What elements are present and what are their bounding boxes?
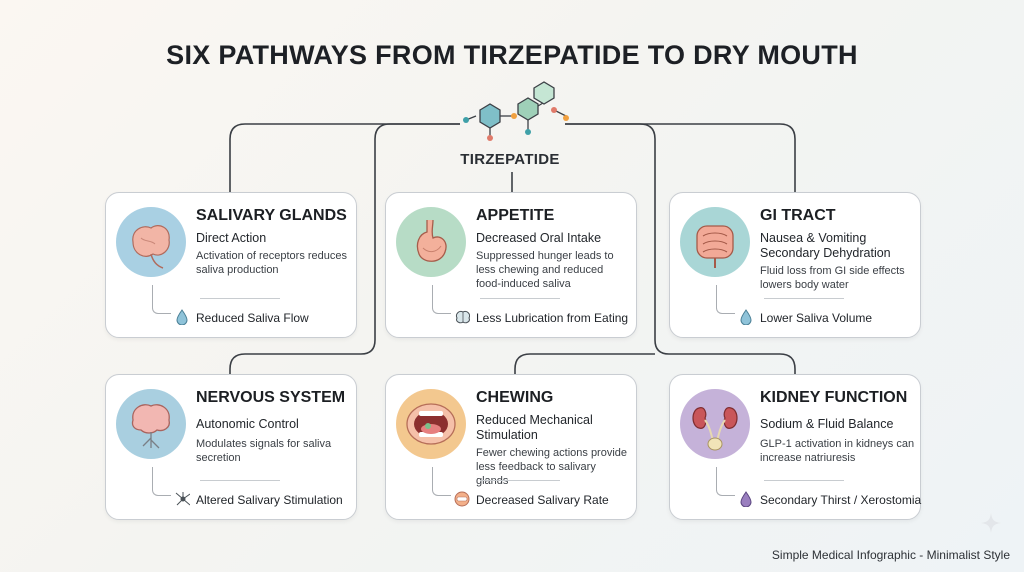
page-title: SIX PATHWAYS FROM TIRZEPATIDE TO DRY MOU… [166,40,858,70]
card-divider [200,480,280,481]
brain-icon [454,308,470,326]
card-divider [480,480,560,481]
card-title: APPETITE [476,207,555,224]
card-chewing: CHEWING Reduced Mechanical Stimulation F… [385,374,637,520]
card-gi-tract: GI TRACT Nausea & Vomiting Secondary Deh… [669,192,921,338]
card-outcome: Reduced Saliva Flow [196,311,309,325]
card-bracket [716,285,735,314]
card-kidney-function: KIDNEY FUNCTION Sodium & Fluid Balance G… [669,374,921,520]
card-description: Suppressed hunger leads to less chewing … [476,250,614,290]
card-outcome: Lower Saliva Volume [760,311,873,325]
salivary-gland-icon [116,207,186,277]
card-bracket [432,285,451,314]
card-bracket [432,467,451,496]
card-title: CHEWING [476,389,554,406]
card-description: Fluid loss from GI side effects lowers b… [760,265,905,291]
card-title: NERVOUS SYSTEM [196,389,346,406]
card-bracket [152,285,171,314]
droplet-icon [738,308,754,326]
card-outcome: Less Lubrication from Eating [476,311,629,325]
card-description: GLP-1 activation in kidneys can increase… [760,438,915,464]
intestines-icon [680,207,750,277]
card-subtitle: Autonomic Control [196,417,299,431]
card-bracket [152,467,171,496]
card-description: Fewer chewing actions provide less feedb… [476,447,628,487]
open-mouth-icon [396,389,466,459]
card-outcome: Secondary Thirst / Xerostomia [760,493,922,507]
brain-nerves-icon [116,389,186,459]
center-label: TIRZEPATIDE [460,151,560,168]
footer-caption: Simple Medical Infographic - Minimalist … [771,548,1010,562]
card-divider [764,298,844,299]
droplet-icon [174,308,190,326]
card-subtitle: Decreased Oral Intake [476,231,602,245]
sparkle-icon [981,513,1001,533]
card-description: Modulates signals for saliva secretion [196,438,332,464]
card-nervous-system: NERVOUS SYSTEM Autonomic Control Modulat… [105,374,357,520]
neuron-icon [174,490,190,508]
card-salivary-glands: SALIVARY GLANDS Direct Action Activation… [105,192,357,338]
card-appetite: APPETITE Decreased Oral Intake Suppresse… [385,192,637,338]
card-subtitle: Direct Action [196,231,267,245]
card-subtitle: Nausea & Vomiting Secondary Dehydration [760,231,891,260]
card-divider [480,298,560,299]
card-title: GI TRACT [760,207,836,224]
card-outcome: Decreased Salivary Rate [476,493,609,507]
card-bracket [716,467,735,496]
card-subtitle: Reduced Mechanical Stimulation [476,413,593,442]
molecule-icon [463,81,569,141]
card-divider [764,480,844,481]
card-title: KIDNEY FUNCTION [760,389,908,406]
droplet-purple-icon [738,490,754,508]
card-outcome: Altered Salivary Stimulation [196,493,343,507]
mouth-icon [454,490,470,508]
card-title: SALIVARY GLANDS [196,207,347,224]
card-divider [200,298,280,299]
stomach-icon [396,207,466,277]
card-subtitle: Sodium & Fluid Balance [760,417,894,431]
kidney-icon [680,389,750,459]
card-description: Activation of receptors reduces saliva p… [196,250,348,276]
